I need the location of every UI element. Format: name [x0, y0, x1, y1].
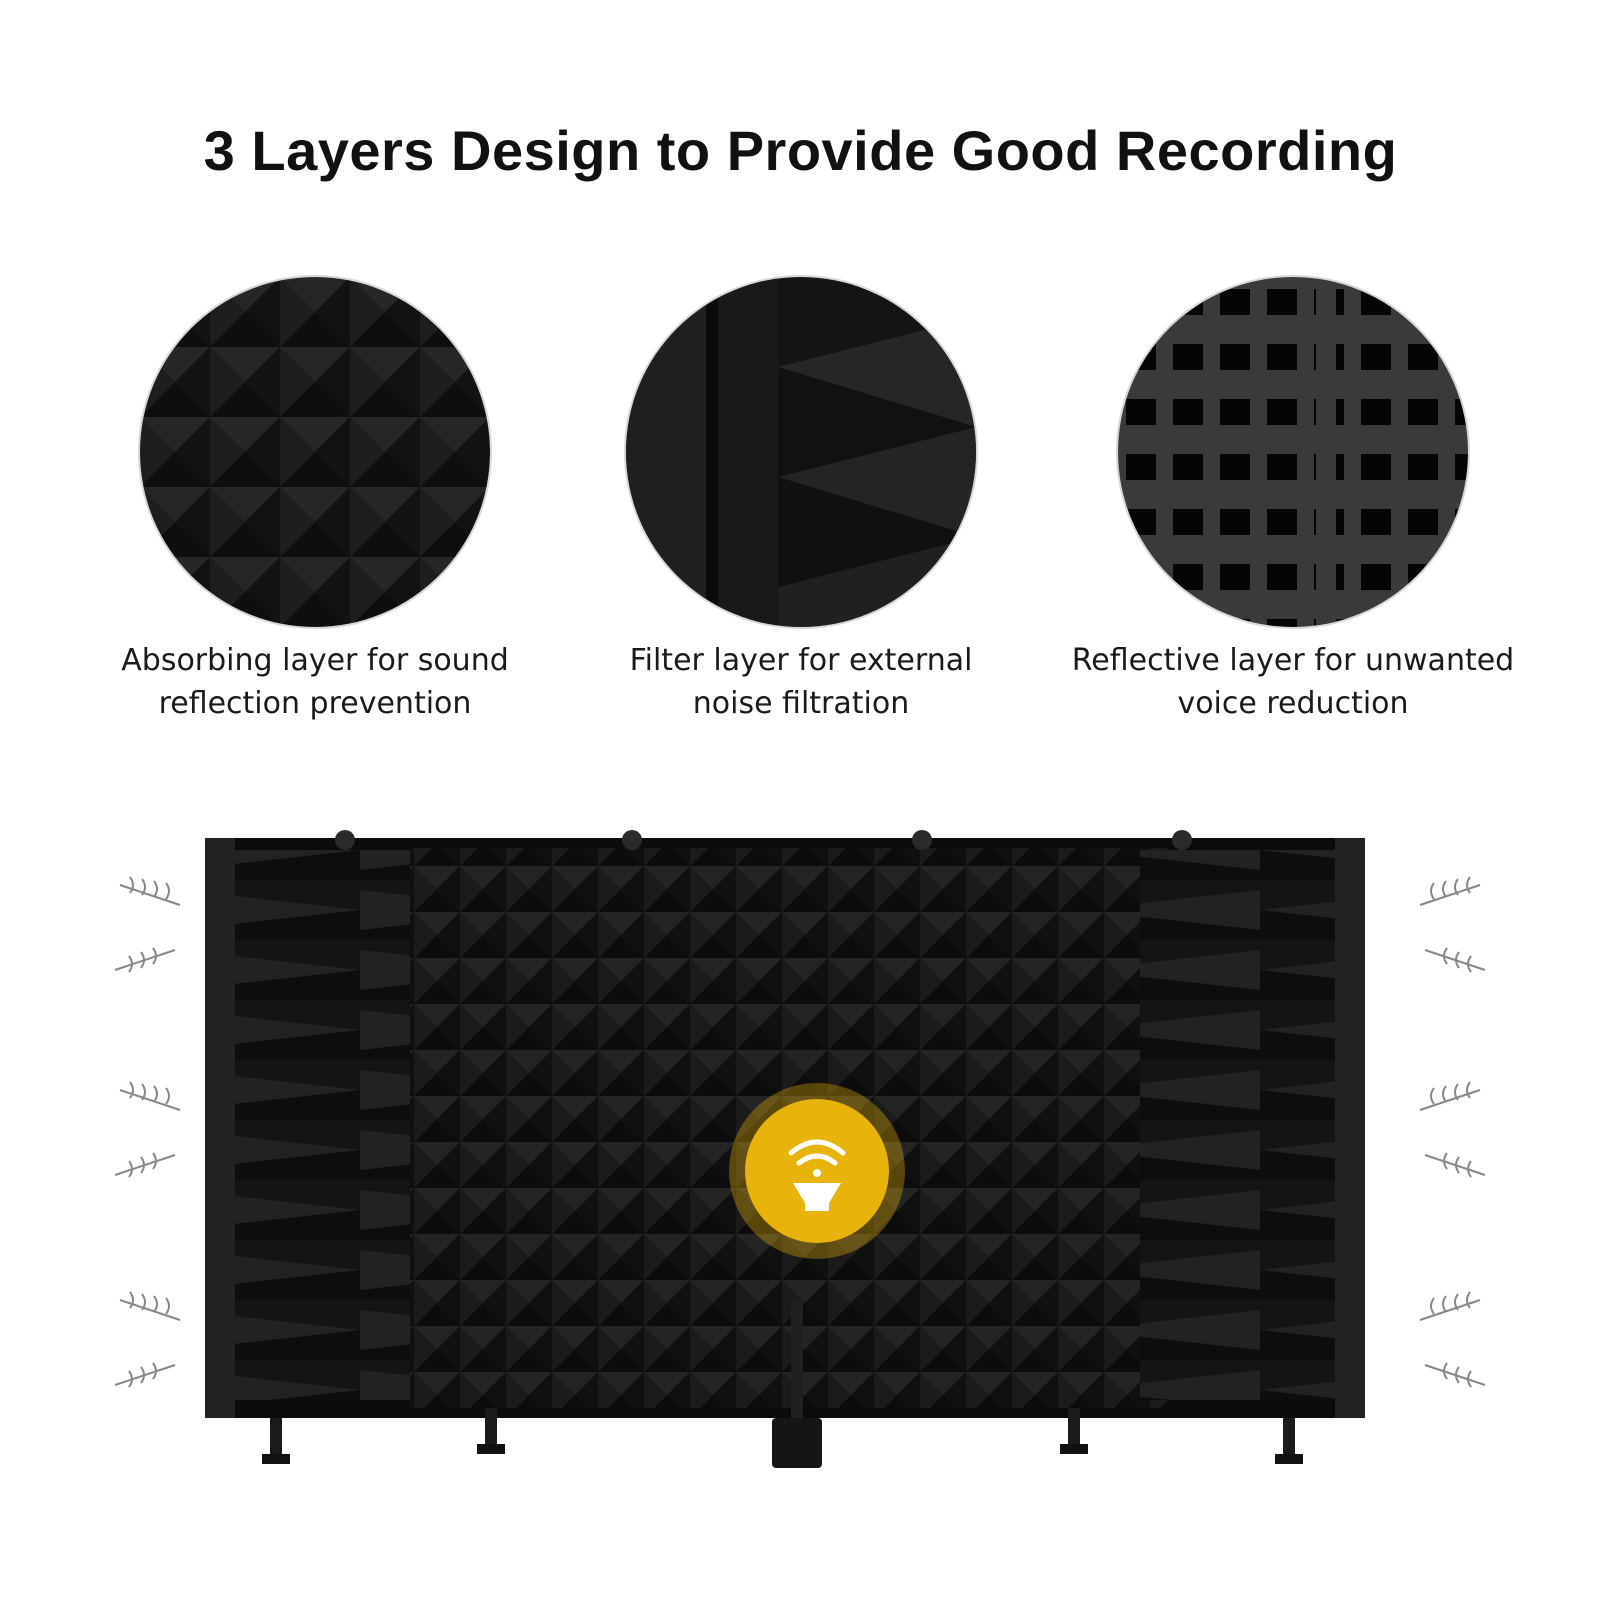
- layer-caption-line1: Absorbing layer for sound: [121, 643, 509, 678]
- layer-caption-line1: Filter layer for external: [629, 643, 973, 678]
- layer-caption-line2: reflection prevention: [158, 686, 472, 721]
- layer-filter: Filter layer for external noise filtrati…: [551, 275, 1051, 725]
- layer-absorbing: Absorbing layer for sound reflection pre…: [65, 275, 565, 725]
- perforated-panel-icon: [1116, 275, 1470, 629]
- layer-reflective: Reflective layer for unwanted voice redu…: [1043, 275, 1543, 725]
- layer-caption-line2: voice reduction: [1177, 686, 1409, 721]
- speaker-signal-icon: [729, 1083, 905, 1259]
- layer-caption-line2: noise filtration: [692, 686, 910, 721]
- pyramid-foam-icon: [138, 275, 492, 629]
- wedge-foam-icon: [624, 275, 978, 629]
- layer-caption-line1: Reflective layer for unwanted: [1071, 643, 1515, 678]
- page-title: 3 Layers Design to Provide Good Recordin…: [203, 119, 1398, 182]
